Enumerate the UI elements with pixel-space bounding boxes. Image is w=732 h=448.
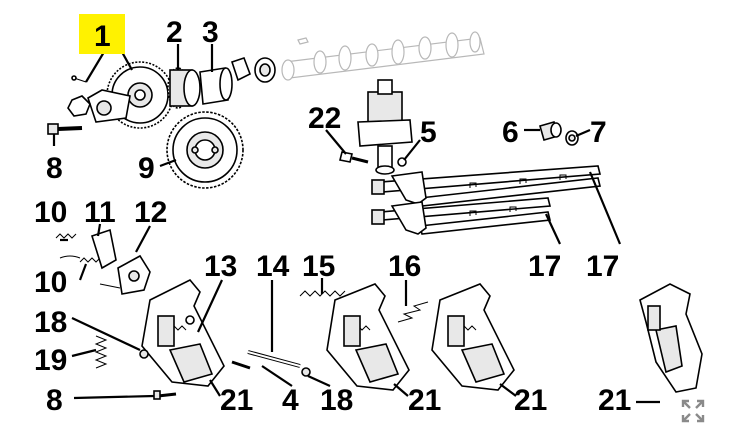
pump-body [357, 79, 413, 175]
bolt-bottom [153, 390, 177, 400]
lever-assembly-2 [326, 283, 410, 391]
small-springs-10 [55, 233, 101, 263]
callout-8-top: 8 [46, 152, 63, 185]
lever-assembly-4 [639, 283, 703, 393]
callout-18-left: 18 [34, 306, 67, 339]
nut-18a [139, 349, 149, 359]
screw-4 [231, 360, 251, 370]
callout-16: 16 [388, 250, 421, 283]
bracket-11 [91, 228, 117, 270]
callout-6: 6 [502, 116, 519, 149]
callout-2: 2 [166, 16, 183, 49]
callout-14: 14 [256, 250, 290, 283]
callout-18-right: 18 [320, 384, 353, 417]
control-rods [371, 165, 602, 235]
callout-10-bottom: 10 [34, 266, 67, 299]
callout-10-top: 10 [34, 196, 67, 229]
timing-gear-assembly [67, 61, 174, 129]
callout-21-c: 21 [514, 384, 547, 417]
leader-lines [52, 44, 660, 404]
callout-12: 12 [134, 196, 167, 229]
callout-17-left: 17 [528, 250, 561, 283]
lever-assembly-1 [141, 279, 225, 387]
bushing-6-seal-7 [539, 121, 579, 146]
callout-5: 5 [420, 116, 437, 149]
callout-3: 3 [202, 16, 219, 49]
spring-19 [94, 335, 108, 369]
callout-11: 11 [84, 196, 116, 229]
callout-9: 9 [138, 152, 155, 185]
expand-arrows-icon[interactable] [680, 398, 706, 424]
callout-15: 15 [302, 250, 335, 283]
nut-18b [301, 367, 311, 377]
callout-highlight [79, 14, 125, 54]
plate-12 [99, 254, 151, 295]
lever-assembly-3 [431, 283, 515, 391]
clip-16 [397, 301, 429, 323]
callout-21-d: 21 [598, 384, 631, 417]
bearing-and-sleeve [167, 56, 276, 109]
callout-22: 22 [308, 102, 341, 135]
callout-19: 19 [34, 344, 67, 377]
bolt-top [47, 123, 83, 135]
camshaft-faded [281, 31, 485, 81]
large-gear [166, 111, 244, 189]
rod-14 [247, 350, 301, 368]
callout-labels: 1 2 3 22 5 6 7 8 9 10 11 12 17 17 10 13 … [34, 16, 631, 417]
callout-13: 13 [204, 250, 237, 283]
callout-21-b: 21 [408, 384, 441, 417]
callout-4: 4 [282, 384, 299, 417]
callout-7: 7 [590, 116, 607, 149]
callout-17-right: 17 [586, 250, 619, 283]
callout-8-bottom: 8 [46, 384, 63, 417]
callout-1: 1 [94, 20, 111, 53]
callout-21-a: 21 [220, 384, 253, 417]
screw-22 [339, 151, 369, 164]
